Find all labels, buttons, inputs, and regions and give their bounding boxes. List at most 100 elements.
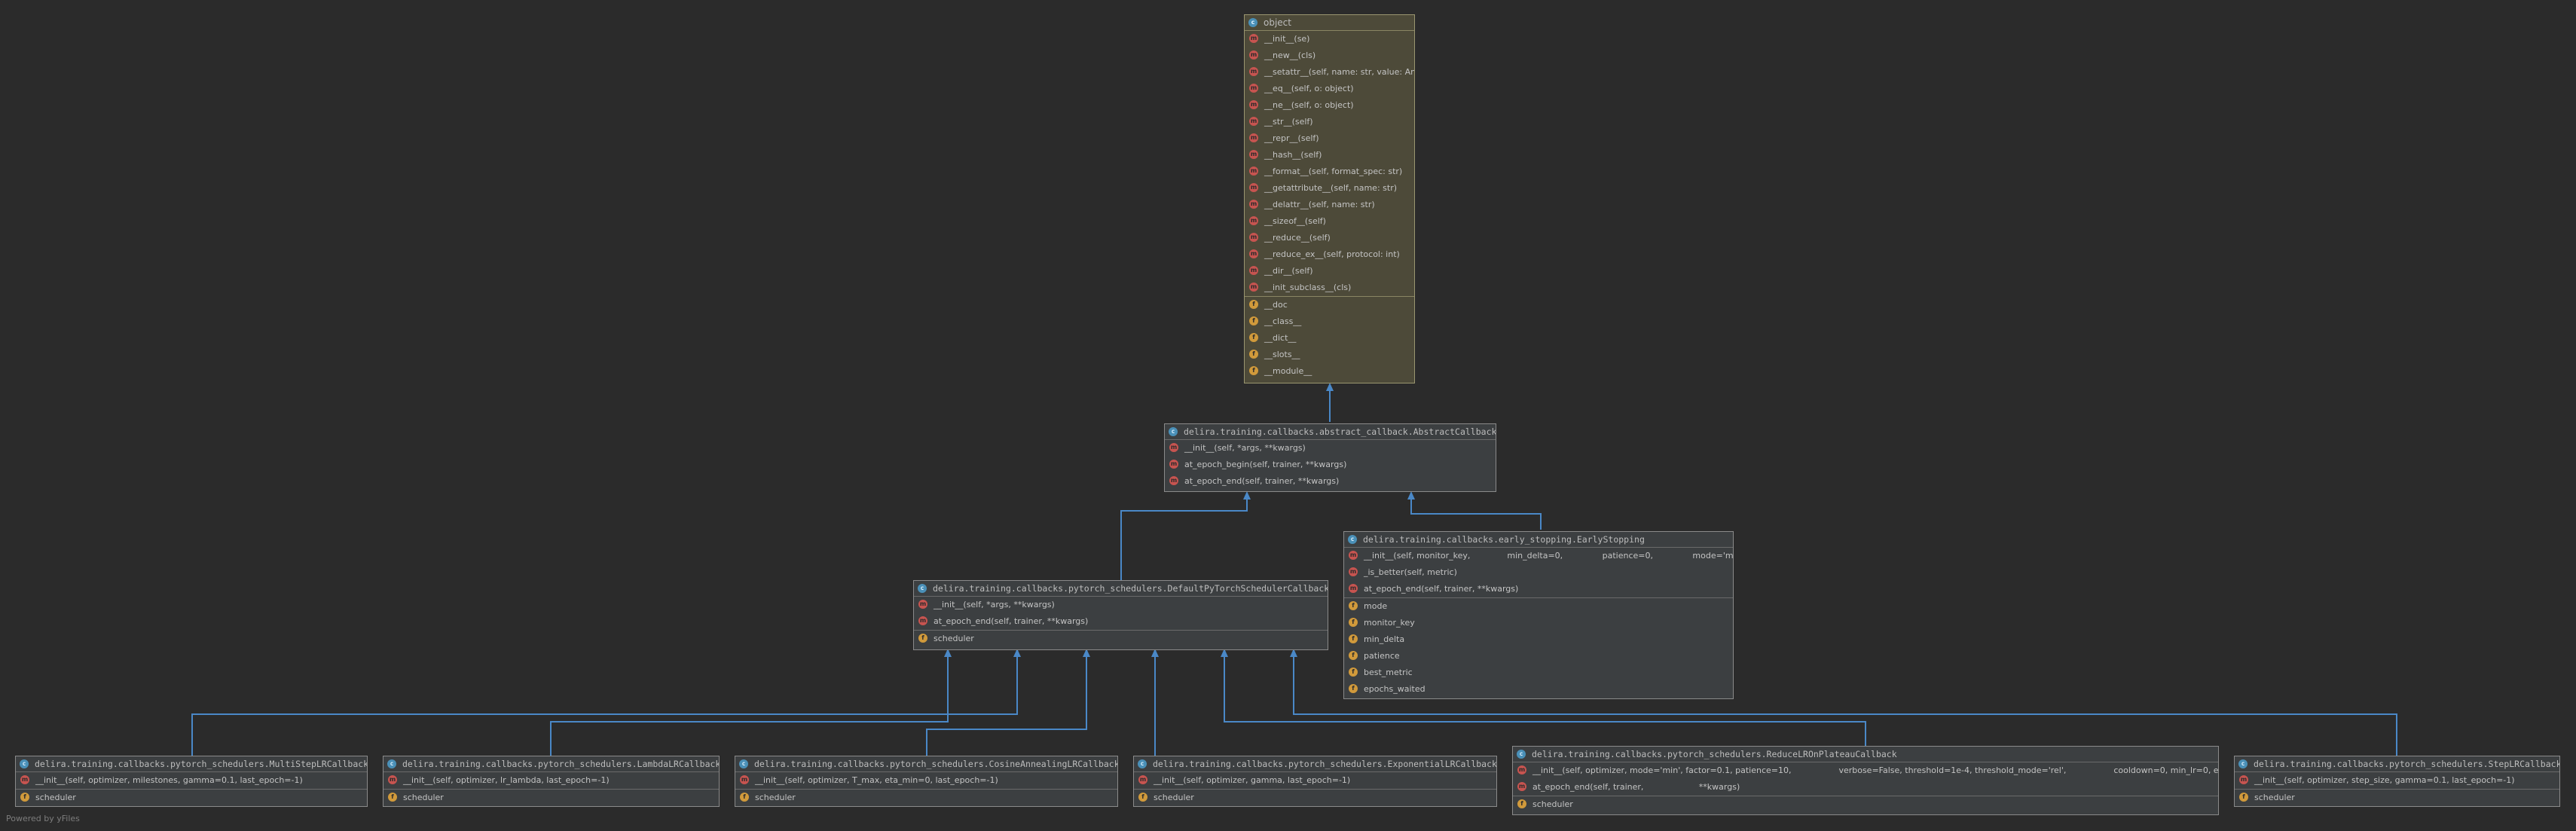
method-row: __sizeof__(self) (1245, 213, 1414, 230)
field-row: monitor_key (1344, 615, 1733, 631)
field-label: epochs_waited (1364, 684, 1426, 694)
field-icon (1349, 634, 1358, 643)
method-icon (1249, 150, 1258, 159)
edge-multistep-to-default (191, 655, 1018, 756)
method-label: __str__(self) (1264, 117, 1313, 127)
class-node-step-lr-callback[interactable]: delira.training.callbacks.pytorch_schedu… (2234, 756, 2560, 807)
class-header: delira.training.callbacks.pytorch_schedu… (383, 756, 719, 772)
class-node-early-stopping[interactable]: delira.training.callbacks.early_stopping… (1343, 531, 1734, 699)
method-row: __delattr__(self, name: str) (1245, 197, 1414, 213)
method-label: __new__(cls) (1264, 50, 1316, 60)
class-icon (1169, 426, 1178, 436)
method-label: __eq__(self, o: object) (1264, 84, 1354, 93)
method-icon (20, 775, 29, 784)
method-label: __init__(self, *args, **kwargs) (1184, 443, 1306, 453)
method-row: __init__(self, optimizer, mode='min', fa… (1513, 762, 2218, 779)
method-row: at_epoch_end(self, trainer, **kwargs) (914, 613, 1328, 630)
field-row: min_delta (1344, 631, 1733, 648)
method-icon (388, 775, 397, 784)
method-label: __init__(self, monitor_key, min_delta=0,… (1364, 551, 1733, 561)
class-icon (1517, 749, 1526, 759)
method-row: _is_better(self, metric) (1344, 564, 1733, 581)
method-label: __repr__(self) (1264, 133, 1319, 143)
method-label: at_epoch_begin(self, trainer, **kwargs) (1184, 460, 1347, 469)
field-icon (1349, 684, 1358, 693)
class-title: delira.training.callbacks.pytorch_schedu… (933, 583, 1328, 594)
method-row: __init__(self, optimizer, step_size, gam… (2235, 772, 2559, 789)
class-header: delira.training.callbacks.pytorch_schedu… (1513, 747, 2218, 762)
class-header: delira.training.callbacks.pytorch_schedu… (2235, 756, 2559, 772)
field-icon (1138, 793, 1147, 802)
class-icon (739, 759, 748, 768)
method-label: __setattr__(self, name: str, value: Any) (1264, 67, 1414, 77)
field-label: scheduler (1532, 799, 1573, 809)
method-icon (1249, 167, 1258, 176)
method-label: __init__(self, *args, **kwargs) (934, 600, 1055, 610)
method-label: __init__(self, optimizer, gamma, last_ep… (1154, 775, 1351, 785)
class-header: delira.training.callbacks.abstract_callb… (1165, 424, 1496, 440)
field-label: mode (1364, 601, 1388, 611)
method-icon (1349, 584, 1358, 593)
method-icon (1249, 183, 1258, 192)
method-row: __reduce_ex__(self, protocol: int) (1245, 246, 1414, 263)
class-icon (1348, 534, 1357, 544)
field-icon (1349, 618, 1358, 627)
class-node-cosine-annealing-lr-callback[interactable]: delira.training.callbacks.pytorch_schedu… (735, 756, 1118, 807)
field-row: scheduler (914, 630, 1328, 647)
method-label: __delattr__(self, name: str) (1264, 200, 1375, 209)
field-label: best_metric (1364, 668, 1413, 677)
field-row: scheduler (735, 789, 1117, 806)
field-row: patience (1344, 648, 1733, 664)
class-node-exponential-lr-callback[interactable]: delira.training.callbacks.pytorch_schedu… (1133, 756, 1497, 807)
method-row: __init__(self, optimizer, T_max, eta_min… (735, 772, 1117, 789)
method-row: __init__(se) (1245, 31, 1414, 47)
method-icon (1349, 567, 1358, 576)
field-icon (1517, 799, 1526, 808)
method-label: at_epoch_end(self, trainer, **kwargs) (1532, 782, 1740, 792)
field-icon (1349, 601, 1358, 610)
field-row: epochs_waited (1344, 681, 1733, 698)
field-icon (1249, 366, 1258, 375)
field-icon (918, 634, 927, 643)
method-row: __format__(self, format_spec: str) (1245, 163, 1414, 180)
field-label: scheduler (934, 634, 974, 643)
method-icon (1249, 100, 1258, 109)
method-row: at_epoch_begin(self, trainer, **kwargs) (1165, 457, 1496, 473)
method-label: __reduce_ex__(self, protocol: int) (1264, 249, 1400, 259)
arrowhead-abstract-left (1243, 491, 1251, 500)
field-row: mode (1344, 597, 1733, 615)
method-row: __init__(self, optimizer, gamma, last_ep… (1134, 772, 1496, 789)
field-icon (1249, 316, 1258, 325)
class-header: delira.training.callbacks.pytorch_schedu… (16, 756, 367, 772)
method-label: __hash__(self) (1264, 150, 1322, 160)
field-row: __slots__ (1245, 347, 1414, 363)
class-node-reduce-lr-on-plateau-callback[interactable]: delira.training.callbacks.pytorch_schedu… (1512, 746, 2219, 815)
method-icon (1517, 782, 1526, 791)
class-title: delira.training.callbacks.pytorch_schedu… (1532, 749, 1897, 759)
class-node-abstract-callback[interactable]: delira.training.callbacks.abstract_callb… (1164, 423, 1496, 492)
method-label: __init__(self, optimizer, lr_lambda, las… (403, 775, 610, 785)
method-row: at_epoch_end(self, trainer, **kwargs) (1344, 581, 1733, 597)
field-row: __module__ (1245, 363, 1414, 380)
field-label: patience (1364, 651, 1400, 661)
class-node-default-pytorch-scheduler-callback[interactable]: delira.training.callbacks.pytorch_schedu… (913, 580, 1328, 650)
field-label: scheduler (403, 793, 444, 802)
method-icon (1169, 476, 1178, 485)
method-icon (1249, 133, 1258, 142)
method-icon (1249, 67, 1258, 76)
class-icon (387, 759, 396, 768)
method-row: __setattr__(self, name: str, value: Any) (1245, 64, 1414, 81)
method-label: __init_subclass__(cls) (1264, 283, 1352, 292)
class-node-object[interactable]: object __init__(se) __new__(cls) __setat… (1244, 14, 1415, 383)
class-node-multistep-lr-callback[interactable]: delira.training.callbacks.pytorch_schedu… (15, 756, 368, 807)
class-icon (1138, 759, 1147, 768)
method-label: __init__(self, optimizer, mode='min', fa… (1532, 765, 2218, 775)
class-node-lambda-lr-callback[interactable]: delira.training.callbacks.pytorch_schedu… (383, 756, 720, 807)
class-title: delira.training.callbacks.pytorch_schedu… (35, 759, 367, 769)
class-icon (2238, 759, 2248, 768)
field-label: scheduler (755, 793, 796, 802)
method-label: __getattribute__(self, name: str) (1264, 183, 1398, 193)
method-row: at_epoch_end(self, trainer, **kwargs) (1513, 779, 2218, 796)
field-label: __class__ (1264, 316, 1302, 326)
field-icon (1249, 300, 1258, 309)
